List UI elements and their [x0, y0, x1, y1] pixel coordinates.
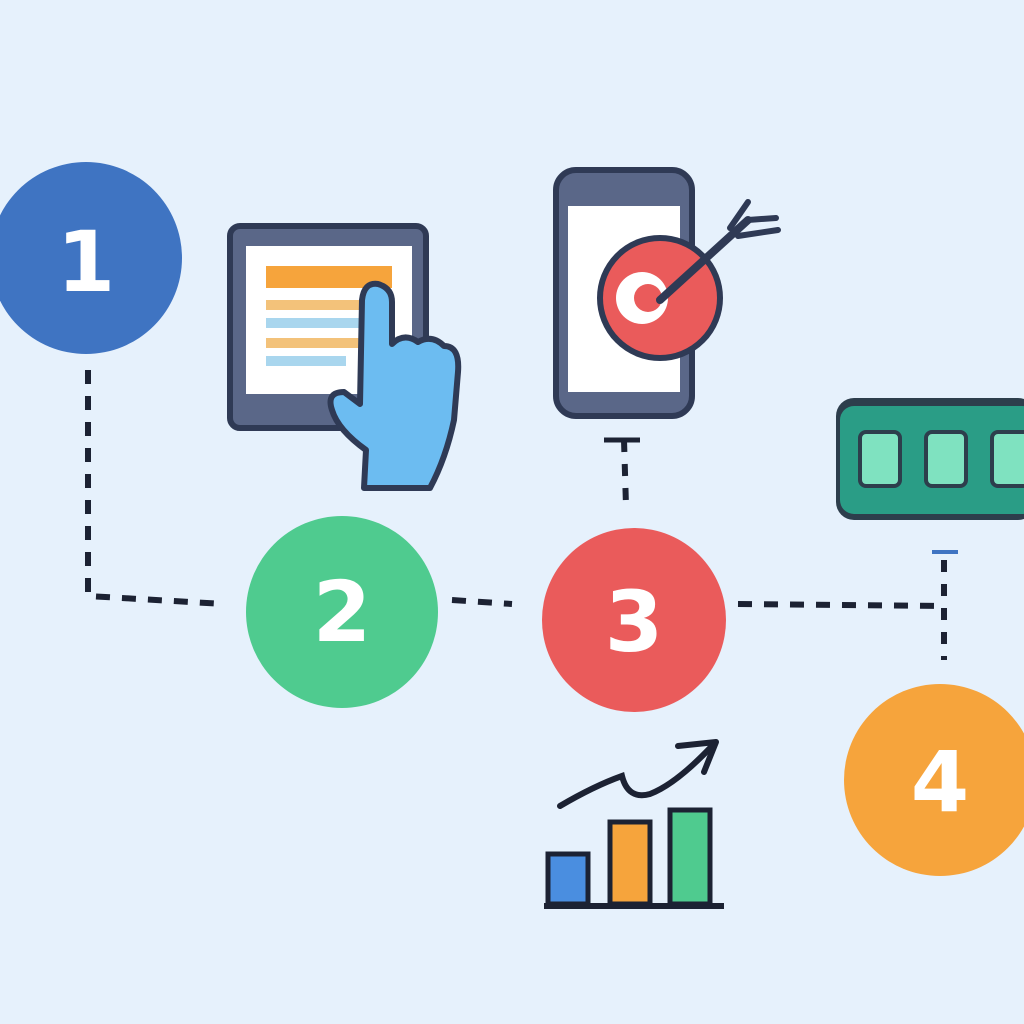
step-2-number: 2: [313, 563, 371, 661]
step-4-number: 4: [911, 733, 969, 831]
connector-1-2: [85, 370, 225, 607]
connector-2-3: [451, 597, 513, 607]
step-3-number: 3: [605, 573, 663, 671]
connector-lines: [85, 370, 958, 660]
step-1-circle: [0, 162, 182, 354]
step-1-number: 1: [57, 213, 115, 311]
step-2: 2: [246, 516, 438, 708]
step-3-circle: [542, 528, 726, 712]
growth-chart-icon: [544, 739, 724, 909]
step-4-circle: [844, 684, 1024, 876]
connector-3-phone: [621, 439, 629, 507]
phone-target-icon: [553, 167, 781, 419]
tablet-touch-icon: [227, 223, 462, 491]
step-1: 1: [0, 162, 182, 354]
step-4: 4: [844, 684, 1024, 876]
progress-bar-icon: [836, 398, 1024, 520]
step-3: 3: [542, 528, 726, 712]
step-2-circle: [246, 516, 438, 708]
connector-3-4: [737, 601, 945, 609]
